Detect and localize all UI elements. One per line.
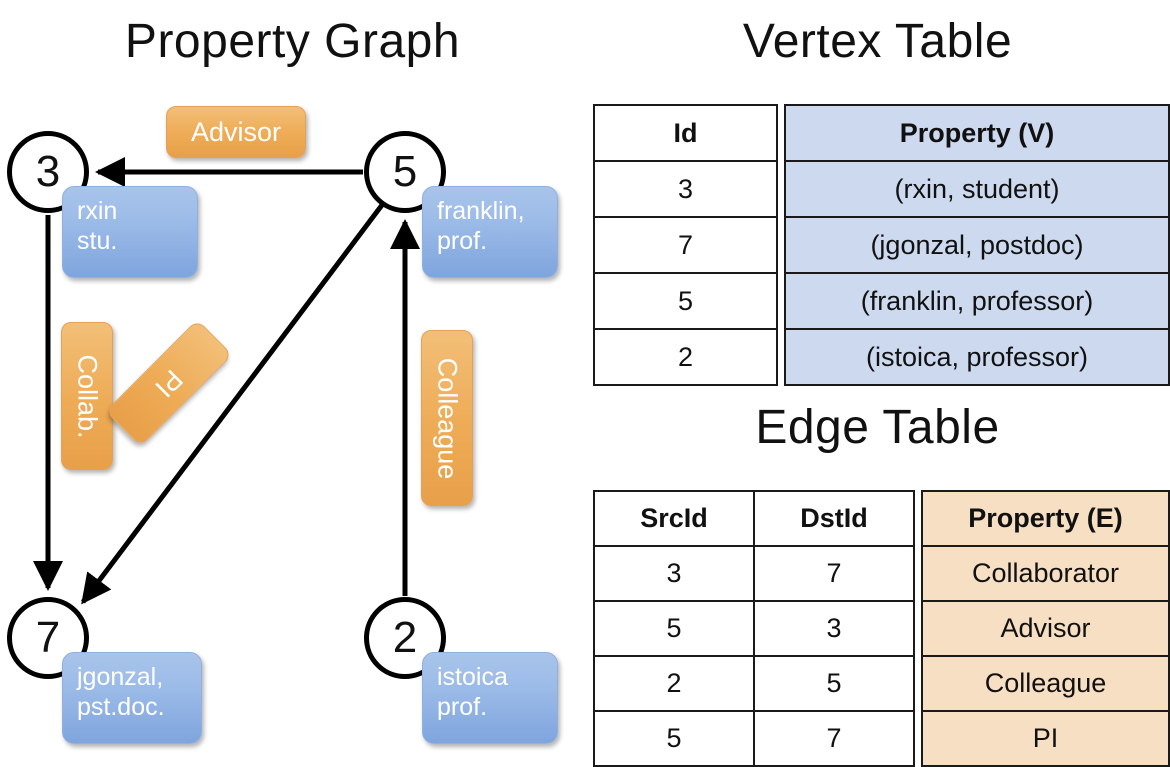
vertex-property-line: pst.doc.	[77, 692, 165, 721]
edge-label-advisor: Advisor	[166, 106, 306, 158]
cell-property: (jgonzal, postdoc)	[784, 216, 1170, 274]
table-row[interactable]: (franklin, professor)	[784, 272, 1170, 330]
vertex-property-box-2: istoica prof.	[422, 652, 558, 744]
cell-srcid: 3	[593, 545, 755, 602]
edge-label-colleague: Colleague	[421, 330, 473, 506]
table-header-row: SrcId DstId	[593, 490, 915, 547]
vertex-property-box-5: franklin, prof.	[422, 186, 558, 278]
table-row[interactable]: 2	[593, 328, 778, 386]
cell-id: 3	[593, 160, 778, 218]
edge-label-collab: Collab.	[61, 322, 113, 470]
table-row[interactable]: (jgonzal, postdoc)	[784, 216, 1170, 274]
column-header-property-v: Property (V)	[784, 104, 1170, 162]
table-row[interactable]: 2 5	[593, 655, 915, 712]
edge-table-property-column: Property (E) Collaborator Advisor Collea…	[921, 490, 1170, 767]
cell-dstid: 5	[753, 655, 915, 712]
graph-vertex-2[interactable]: 2	[364, 597, 446, 679]
edge-label-text: Advisor	[190, 116, 282, 147]
page-title-property-graph: Property Graph	[124, 15, 461, 68]
edge-label-text: Collab.	[72, 353, 103, 439]
table-row[interactable]: Collaborator	[921, 545, 1170, 602]
vertex-id-label: 5	[392, 147, 418, 196]
edge-label-text: PI	[149, 363, 189, 403]
vertex-property-box-3: rxin stu.	[62, 186, 198, 278]
table-row[interactable]: Advisor	[921, 600, 1170, 657]
table-header-row: Id	[593, 104, 778, 162]
vertex-property-line: franklin,	[437, 197, 525, 225]
cell-property: Advisor	[921, 600, 1170, 657]
column-header-dstid: DstId	[753, 490, 915, 547]
vertex-property-line: jgonzal,	[77, 663, 164, 691]
vertex-id-label: 7	[35, 613, 61, 662]
table-row[interactable]: 7	[593, 216, 778, 274]
table-row[interactable]: Colleague	[921, 655, 1170, 712]
table-row[interactable]: 3	[593, 160, 778, 218]
table-row[interactable]: (istoica, professor)	[784, 328, 1170, 386]
table-row[interactable]: 5 7	[593, 710, 915, 767]
column-header-property-e: Property (E)	[921, 490, 1170, 547]
cell-property: Collaborator	[921, 545, 1170, 602]
column-header-id: Id	[593, 104, 778, 162]
vertex-id-label: 3	[35, 147, 61, 196]
vertex-property-line: prof.	[437, 226, 488, 255]
cell-dstid: 7	[753, 545, 915, 602]
cell-property: Colleague	[921, 655, 1170, 712]
cell-id: 2	[593, 328, 778, 386]
edge-label-text: Colleague	[432, 357, 463, 479]
page-title-edge-table: Edge Table	[755, 401, 1000, 454]
property-graph-diagram: 3 5 7 2 rxin stu. franklin, prof. jgonza…	[0, 0, 585, 760]
cell-dstid: 7	[753, 710, 915, 767]
column-header-srcid: SrcId	[593, 490, 755, 547]
vertex-property-line: rxin	[77, 197, 118, 225]
cell-property: PI	[921, 710, 1170, 767]
cell-srcid: 5	[593, 600, 755, 657]
table-row[interactable]: (rxin, student)	[784, 160, 1170, 218]
graph-edges-svg	[33, 157, 420, 605]
graph-vertex-5[interactable]: 5	[364, 131, 446, 213]
table-row[interactable]: 5 3	[593, 600, 915, 657]
vertex-property-line: prof.	[437, 692, 488, 721]
cell-srcid: 2	[593, 655, 755, 712]
vertex-property-line: stu.	[77, 226, 118, 255]
cell-property: (franklin, professor)	[784, 272, 1170, 330]
vertex-property-box-7: jgonzal, pst.doc.	[62, 652, 202, 744]
table-header-row: Property (E)	[921, 490, 1170, 547]
edge-arrow-5-to-7	[81, 203, 384, 605]
table-row[interactable]: PI	[921, 710, 1170, 767]
vertex-table-property-column: Property (V) (rxin, student) (jgonzal, p…	[784, 104, 1170, 386]
vertex-table-id-column: Id 3 7 5 2	[593, 104, 778, 386]
table-header-row: Property (V)	[784, 104, 1170, 162]
table-row[interactable]: 3 7	[593, 545, 915, 602]
page-title-vertex-table: Vertex Table	[742, 15, 1013, 68]
cell-property: (istoica, professor)	[784, 328, 1170, 386]
cell-id: 7	[593, 216, 778, 274]
vertex-id-label: 2	[392, 613, 418, 662]
edge-table-id-columns: SrcId DstId 3 7 5 3 2 5 5 7	[593, 490, 915, 767]
cell-property: (rxin, student)	[784, 160, 1170, 218]
cell-id: 5	[593, 272, 778, 330]
vertex-property-line: istoica	[437, 663, 508, 691]
cell-dstid: 3	[753, 600, 915, 657]
cell-srcid: 5	[593, 710, 755, 767]
table-row[interactable]: 5	[593, 272, 778, 330]
